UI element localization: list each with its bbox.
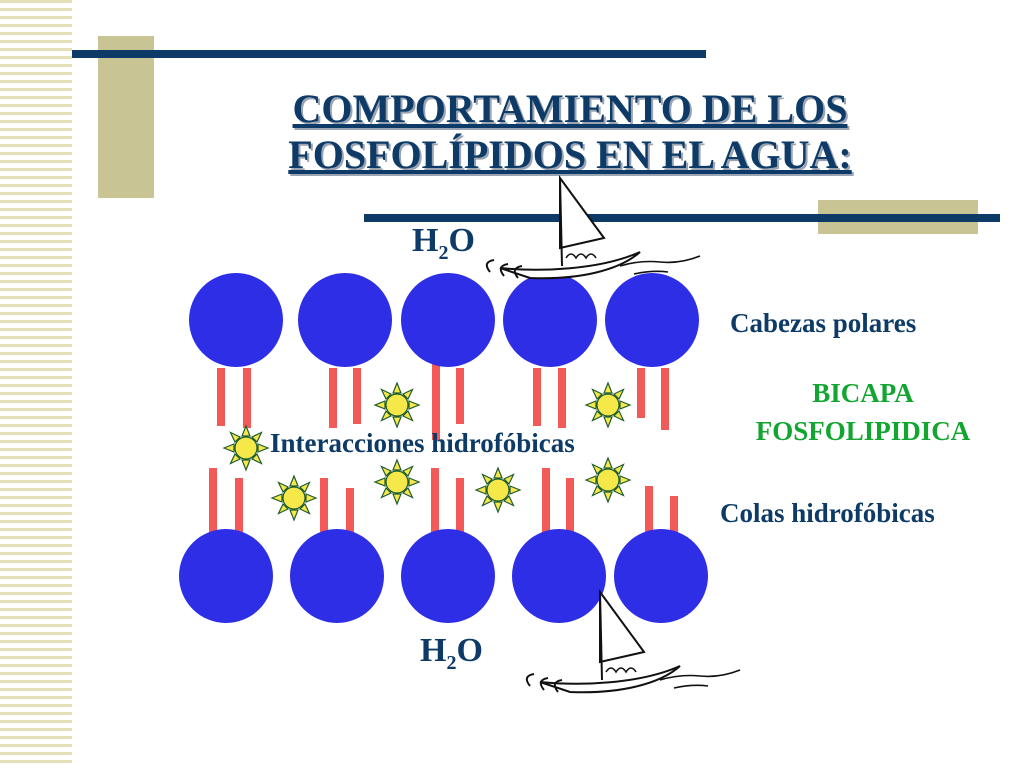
hydrophobic-interactions-label: Interacciones hidrofóbicas	[270, 428, 575, 458]
phospholipid-head-icon	[401, 529, 495, 623]
tail	[566, 478, 574, 546]
title-line-1: COMPORTAMIENTO DE LOS	[292, 86, 848, 131]
top-rule	[72, 50, 706, 58]
phospholipid-head-icon	[298, 273, 392, 367]
tail	[645, 486, 653, 546]
phospholipid-head-icon	[401, 273, 495, 367]
bilayer-label: BICAPA FOSFOLIPIDICA	[722, 374, 1004, 450]
polar-heads-label: Cabezas polares	[730, 308, 917, 338]
lower-tails	[209, 468, 678, 546]
tail	[456, 368, 464, 424]
sailboat-icon	[485, 177, 701, 280]
bilayer-label-line-1: BICAPA	[812, 378, 914, 408]
water-label-bottom: H2O	[420, 632, 483, 674]
sun-icon	[374, 382, 420, 428]
tail	[533, 368, 541, 426]
tail	[432, 358, 440, 440]
tail	[329, 368, 337, 428]
striped-margin	[0, 0, 72, 768]
title-line-2: FOSFOLÍPIDOS EN EL AGUA:	[288, 132, 852, 177]
sun-icon	[585, 382, 631, 428]
tail	[209, 468, 217, 536]
upper-tails	[217, 358, 669, 440]
tail	[235, 478, 243, 546]
tail	[456, 478, 464, 546]
upper-heads	[189, 273, 699, 367]
tail	[661, 368, 669, 430]
tail	[670, 496, 678, 546]
tail	[346, 488, 354, 546]
tail	[558, 368, 566, 428]
water-label-top: H2O	[412, 222, 475, 264]
hydrophobic-tails-label: Colas hidrofóbicas	[720, 498, 935, 528]
decor-bar-left	[98, 36, 154, 198]
tail	[243, 368, 251, 428]
sun-icon	[475, 467, 521, 513]
tail	[320, 478, 328, 536]
sun-icon	[585, 457, 631, 503]
tail	[217, 368, 225, 426]
tail	[353, 368, 361, 424]
phospholipid-head-icon	[179, 529, 273, 623]
phospholipid-head-icon	[614, 529, 708, 623]
lower-heads	[179, 529, 708, 623]
phospholipid-head-icon	[503, 273, 597, 367]
bottom-rule	[364, 214, 1000, 222]
page-title: COMPORTAMIENTO DE LOS FOSFOLÍPIDOS EN EL…	[200, 86, 940, 178]
tail	[542, 468, 550, 536]
sun-icon	[271, 475, 317, 521]
phospholipid-head-icon	[290, 529, 384, 623]
phospholipid-head-icon	[189, 273, 283, 367]
sun-icon	[374, 459, 420, 505]
phospholipid-head-icon	[512, 529, 606, 623]
tail	[637, 368, 645, 418]
bilayer-label-line-2: FOSFOLIPIDICA	[755, 416, 971, 446]
tail	[431, 468, 439, 536]
phospholipid-head-icon	[605, 273, 699, 367]
sun-icon	[223, 425, 269, 471]
